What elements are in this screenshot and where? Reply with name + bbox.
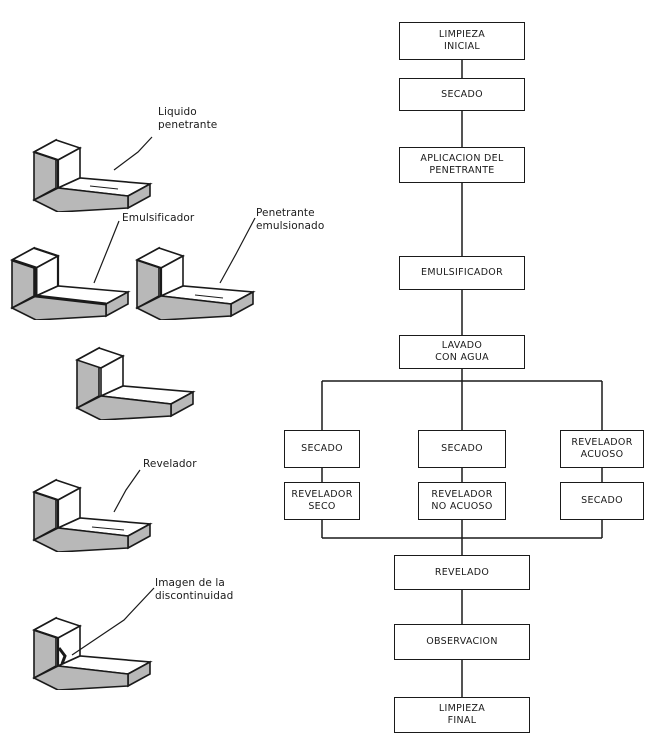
branch-3-secado: SECADO (560, 482, 644, 520)
label-imagen-discontinuidad: Imagen de la discontinuidad (155, 577, 234, 602)
branch-2-revelador-no-acuoso: REVELADOR NO ACUOSO (418, 482, 506, 520)
step-emulsificador: EMULSIFICADOR (399, 256, 525, 290)
branch-2-secado: SECADO (418, 430, 506, 468)
step-limpieza-inicial: LIMPIEZA INICIAL (399, 22, 525, 60)
branch-1-secado: SECADO (284, 430, 360, 468)
branch-1-revelador-seco: REVELADOR SECO (284, 482, 360, 520)
label-penetrante-emulsionado: Penetrante emulsionado (256, 207, 325, 232)
specimen-discontinuidad-icon (32, 616, 153, 690)
branch-3-revelador-acuoso: REVELADOR ACUOSO (560, 430, 644, 468)
label-emulsificador: Emulsificador (122, 212, 195, 224)
step-lavado-con-agua: LAVADO CON AGUA (399, 335, 525, 369)
label-liquido-penetrante: Liquido penetrante (158, 106, 218, 131)
step-limpieza-final: LIMPIEZA FINAL (394, 697, 530, 733)
step-observacion: OBSERVACION (394, 624, 530, 660)
specimen-penetrante-emulsionado-icon (135, 246, 256, 320)
step-secado: SECADO (399, 78, 525, 111)
step-aplicacion-penetrante: APLICACION DEL PENETRANTE (399, 147, 525, 183)
specimen-emulsificador-icon (10, 246, 131, 320)
label-revelador: Revelador (143, 458, 197, 470)
specimen-lavado-icon (75, 346, 196, 420)
specimen-penetrante-icon (32, 138, 153, 212)
specimen-revelador-icon (32, 478, 153, 552)
step-revelado: REVELADO (394, 555, 530, 590)
